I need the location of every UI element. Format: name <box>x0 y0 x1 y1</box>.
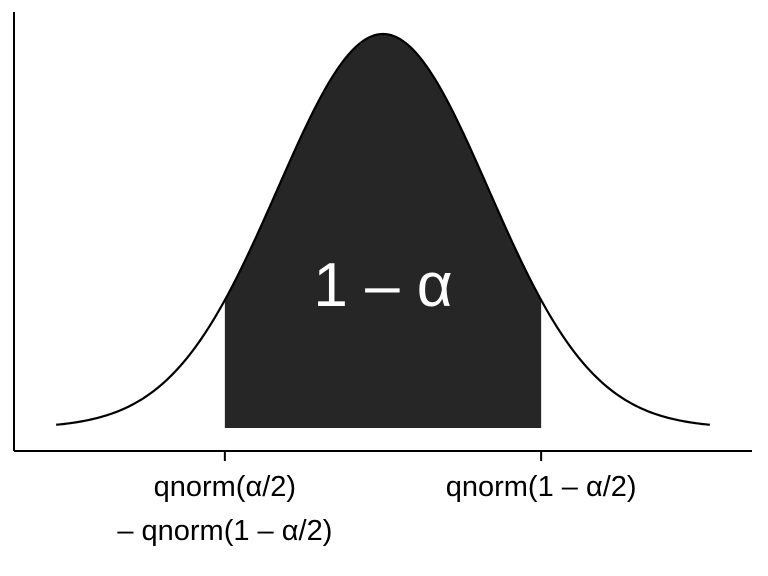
density-curve <box>56 32 710 426</box>
x-tick-label: qnorm(1 – α/2) <box>446 471 637 503</box>
x-tick-label: qnorm(α/2) <box>154 471 296 503</box>
center-label: 1 – α <box>313 251 452 320</box>
x-tick-label: – qnorm(1 – α/2) <box>117 515 332 547</box>
shaded-region <box>224 34 542 428</box>
x-ticks: qnorm(α/2) – qnorm(1 – α/2) qnorm(1 – α/2) <box>117 451 637 547</box>
